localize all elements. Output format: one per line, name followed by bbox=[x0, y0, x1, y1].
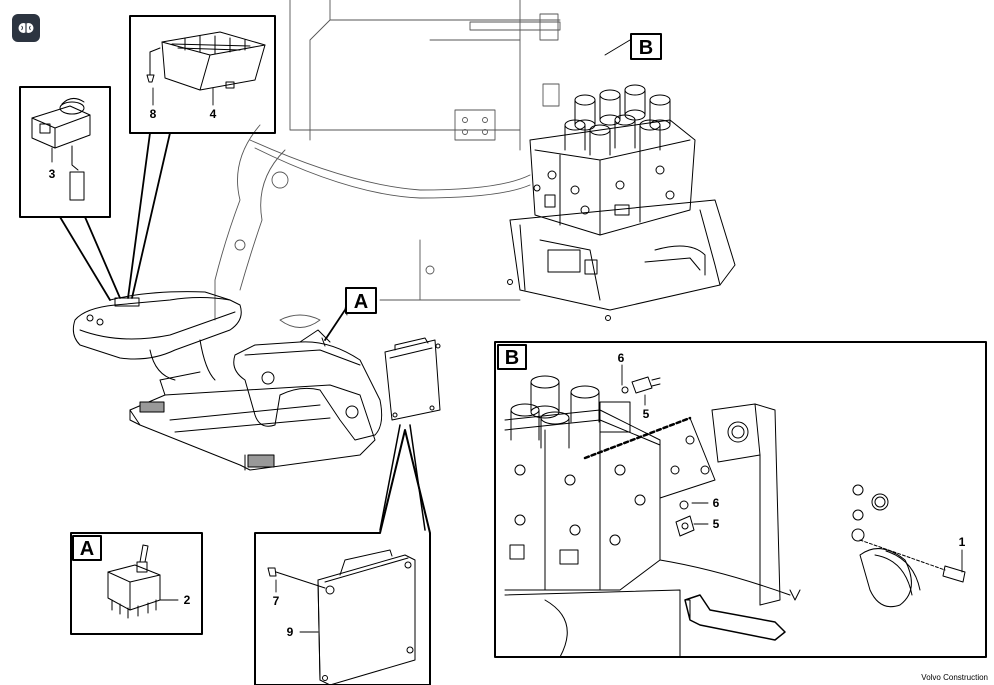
callout-2: 2 bbox=[184, 593, 191, 607]
detail-b-label: B bbox=[505, 347, 519, 369]
callout-5-upper: 5 bbox=[643, 407, 650, 421]
detail-a-label: A bbox=[80, 538, 94, 560]
callout-6-upper: 6 bbox=[618, 351, 625, 365]
callout-6-lower: 6 bbox=[713, 496, 720, 510]
brain-icon bbox=[18, 23, 34, 33]
control-unit-small bbox=[384, 337, 441, 421]
footer-credit: Volvo Construction bbox=[921, 673, 988, 682]
callout-3: 3 bbox=[49, 167, 56, 181]
callout-leaders bbox=[51, 39, 963, 633]
detail-switch-box bbox=[19, 86, 111, 218]
view-letters: B A B A bbox=[80, 37, 653, 560]
callout-9: 9 bbox=[287, 625, 294, 639]
callout-5-lower: 5 bbox=[713, 517, 720, 531]
view-letter-boxes bbox=[72, 33, 662, 561]
detail-keypad-box bbox=[129, 15, 276, 134]
callout-8: 8 bbox=[150, 107, 157, 121]
callout-1: 1 bbox=[959, 535, 966, 549]
callout-7: 7 bbox=[273, 594, 280, 608]
view-b-label: B bbox=[639, 37, 653, 59]
operator-console bbox=[72, 291, 383, 471]
detail-valve-box bbox=[494, 341, 987, 658]
callout-4: 4 bbox=[210, 107, 217, 121]
callout-numbers: 1 2 3 4 5 5 6 6 7 8 9 bbox=[49, 107, 966, 639]
leader-lines bbox=[59, 132, 346, 341]
detail-toggle-box bbox=[70, 532, 203, 635]
app-badge[interactable] bbox=[12, 14, 40, 42]
view-a-label: A bbox=[354, 291, 368, 313]
detail-ecu-box bbox=[254, 424, 431, 685]
control-valve-assembly bbox=[507, 84, 736, 321]
machine-frame bbox=[214, 0, 561, 328]
